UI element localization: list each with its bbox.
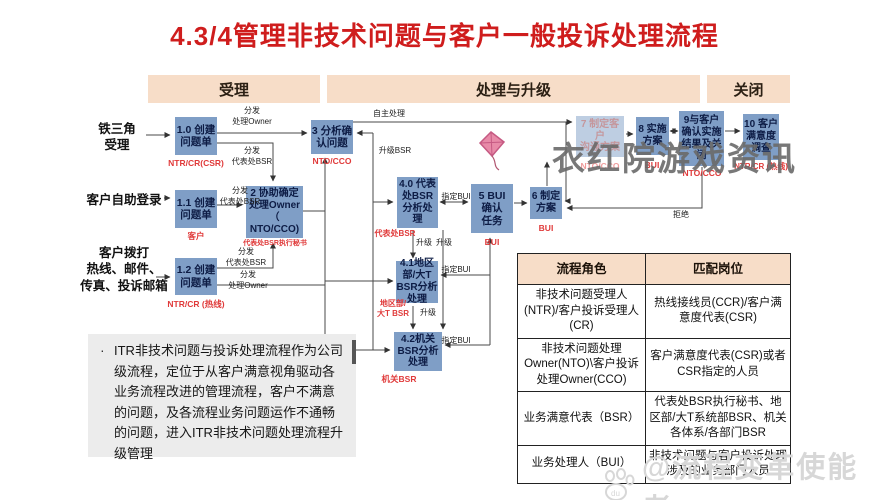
node-10-satisfaction-survey: 10 客户 满意度 调查 [743, 114, 779, 160]
node-9-confirm-result-close: 9与客户 确认实施 结果及关 闭 [679, 111, 724, 166]
role-customer: 客户 [187, 231, 205, 241]
table-row: 业务满意代表（BSR） 代表处BSR执行秘书、地区部/大T系统部BSR、机关各体… [517, 391, 791, 446]
edge-label-dispatch-owner-1: 分发 处理Owner [232, 106, 272, 126]
node-8-implement-plan: 8 实施 方案 [636, 117, 669, 155]
table-cell: 代表处BSR执行秘书、地区部/大T系统部BSR、机关各体系/各部门BSR [645, 391, 791, 446]
page-title: 4.3/4管理非技术问题与客户一般投诉处理流程 [170, 21, 719, 51]
node-4-1-region-bsr: 4.1地区 部/大T BSR分析 处理 [396, 258, 438, 305]
note-panel: · ITR非技术问题与投诉处理流程作为公司级流程，定位于从客户满意视角驱动各业务… [88, 334, 356, 461]
note-text: ITR非技术问题与投诉处理流程作为公司级流程，定位于从客户满意视角驱动各业务流程… [114, 343, 343, 461]
node-6-make-plan: 6 制定 方案 [530, 187, 562, 219]
edge-label-dispatch-bsr-3: 分发 代表处BSR [225, 247, 267, 267]
role-nto-cco-1: NTO/CCO [312, 156, 352, 166]
role-bui-1: BUI [484, 237, 500, 247]
role-nto-cco-2: NTO/CCO [580, 161, 620, 171]
kite-icon [478, 131, 506, 171]
node-4-2-hq-bsr: 4.2机关 BSR分析 处理 [394, 332, 442, 371]
table-cell: 业务满意代表（BSR） [517, 391, 646, 446]
role-bui-2: BUI [538, 223, 554, 233]
role-bui-3: BUI [644, 160, 660, 170]
bottom-watermark: du @流程变革使能者 [598, 444, 889, 500]
table-row: 业务处理人（BUI） 非技术问题与客户投诉处理涉及的业务部门人员 [517, 444, 791, 484]
node-1-1-create-ticket: 1.1 创建 问题单 [175, 190, 217, 228]
note-bullet: · [100, 342, 105, 358]
role-region-bsr: 地区部/ 大T BSR [377, 299, 409, 318]
edge-label-dispatch-bsr-2: 分发 代表处BSR [219, 186, 261, 206]
center-watermark: 衣红院游戏资讯 [552, 140, 797, 177]
role-ntr-cr-hotline: NTR/CR (热线) [167, 299, 225, 309]
phase-accept: 受理 [148, 75, 320, 103]
source-hotline: 客户拨打 热线、邮件、 传真、投诉邮箱 [80, 246, 168, 293]
table-cell: 热线接线员(CCR)/客户满意度代表(CSR) [645, 284, 791, 339]
bottom-watermark-text: @流程变革使能者 [641, 452, 859, 500]
node-1-0-create-ticket: 1.0 创建 问题单 [175, 117, 217, 155]
edge-label-dispatch-bsr-1: 分发 代表处BSR [231, 146, 273, 166]
source-iron-triangle: 铁三角 受理 [98, 122, 136, 153]
edge-label-upgrade-2: 升级 [436, 238, 452, 247]
table-cell: 非技术问题处理Owner(NTO)\客户投诉处理Owner(CCO) [517, 337, 646, 393]
node-1-2-create-ticket: 1.2 创建 问题单 [175, 258, 217, 295]
node-3-analyze-confirm: 3 分析确 认问题 [311, 120, 353, 154]
role-nto-cco-3: NTO/CCO [682, 168, 722, 178]
source-self-login: 客户自助登录 [86, 193, 162, 207]
table-row: 非技术问题处理Owner(NTO)\客户投诉处理Owner(CCO) 客户满意度… [517, 337, 791, 393]
paw-icon-text: du [611, 489, 620, 498]
edge-label-assign-bui-2: 指定BUI [441, 265, 471, 274]
edge-label-dispatch-owner-2: 分发 处理Owner [228, 270, 268, 290]
table-cell: 客户满意度代表(CSR)或者CSR指定的人员 [645, 337, 791, 393]
role-ntr-cr-hotline-2: NTR/CR (热线) [734, 162, 788, 171]
node-7-customer-comm-plan: 7 制定客户 沟通方案 [576, 116, 624, 157]
scroll-indicator [352, 340, 356, 364]
table-cell: 非技术问题受理人(NTR)/客户投诉受理人(CR) [517, 284, 646, 339]
edge-label-assign-bui-1: 指定BUI [441, 192, 471, 201]
edge-label-upgrade-3: 升级 [420, 308, 436, 317]
edge-label-upgrade-1: 升级 [416, 238, 432, 247]
table-header-role: 流程角色 [517, 253, 646, 285]
phase-close: 关闭 [707, 75, 790, 103]
table-cell: 非技术问题与客户投诉处理涉及的业务部门人员 [645, 444, 791, 484]
node-5-bui-confirm-task: 5 BUI 确认 任务 [471, 184, 513, 233]
role-hq-bsr: 机关BSR [381, 374, 417, 384]
edge-label-assign-bui-3: 指定BUI [441, 336, 471, 345]
role-rep-office-bsr: 代表处BSR [374, 229, 416, 238]
paw-icon: du [605, 468, 635, 500]
table-header-position: 匹配岗位 [645, 253, 791, 285]
phase-process: 处理与升级 [327, 75, 700, 103]
role-ntr-cr-csr: NTR/CR(CSR) [168, 158, 224, 168]
edge-label-upgrade-bsr: 升级BSR [378, 146, 412, 155]
edge-label-reject: 拒绝 [673, 210, 689, 219]
role-mapping-table: 流程角色 匹配岗位 非技术问题受理人(NTR)/客户投诉受理人(CR) 热线接线… [517, 253, 791, 484]
node-4-0-rep-office-bsr: 4.0 代表 处BSR 分析处 理 [397, 177, 438, 228]
table-row: 非技术问题受理人(NTR)/客户投诉受理人(CR) 热线接线员(CCR)/客户满… [517, 284, 791, 339]
node-2-confirm-owner: 2 协助确定 处理Owner （ NTO/CCO) [246, 186, 303, 238]
edge-label-self-handle: 自主处理 [373, 109, 405, 118]
